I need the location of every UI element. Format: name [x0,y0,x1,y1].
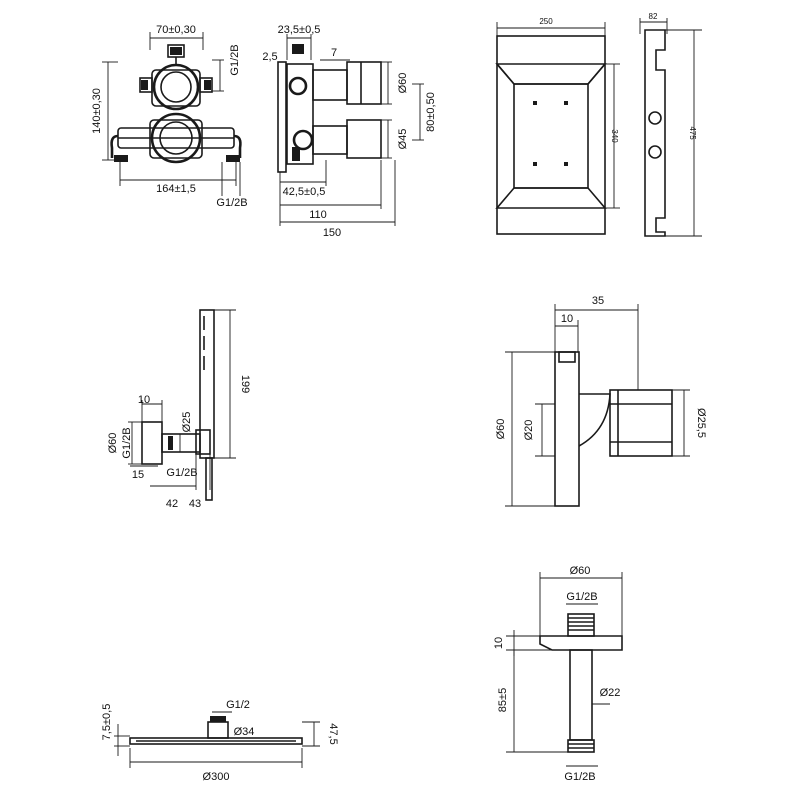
dim-bottom-mid: 110 [309,209,327,221]
dim-head-diameter: Ø300 [203,771,230,783]
head-shower: G1/2 Ø34 7,5±0,5 47,5 Ø300 [101,699,339,783]
dim-top: 23,5±0,5 [278,24,321,36]
dim-box-total-height: 475 [688,126,697,140]
dim-width-bottom: 164±1,5 [156,183,196,195]
dim-43: 43 [189,498,201,510]
dim-dia-upper: Ø60 [397,73,409,94]
wall-elbow-section: 35 10 Ø60 Ø20 Ø25,5 [495,295,707,507]
valve-body-front-view: 70±0,30 G1/2B 140±0,30 [91,24,248,209]
dim-head-height: 47,5 [327,723,339,744]
install-box-front-view: 250 340 [495,17,620,235]
dim-head-conn-dia: Ø34 [234,726,255,738]
dim-arm-pipe-dia: Ø22 [600,687,621,699]
dim-elbow-dia-inner: Ø20 [523,420,535,441]
dim-offset-top: 10 [138,394,150,406]
dim-arm-thread-bottom: G1/2B [564,771,595,783]
dim-bottom-small: 42,5±0,5 [283,186,326,198]
dim-arm-length: 85±5 [497,688,509,712]
dim-hose-dia: Ø25 [181,412,193,433]
dim-thread-bottom: G1/2B [166,467,197,479]
dim-42: 42 [166,498,178,510]
dim-head-thickness: 7,5±0,5 [101,704,113,741]
dim-elbow-dia-left: Ø60 [495,419,507,440]
install-box-side-view: 82 475 [639,12,702,237]
dim-elbow-dia-right: Ø25,5 [695,408,707,438]
dim-small-left: 2,5 [262,51,277,63]
dim-hand-length: 199 [239,375,251,393]
dim-small-top: 7 [331,47,337,59]
ceiling-arm: Ø60 G1/2B 10 85±5 Ø22 G1/2B [493,565,623,783]
dim-wall-thread: G1/2B [121,427,133,458]
dim-box-height: 340 [610,129,619,143]
dim-bottom-total: 150 [323,227,341,239]
dim-arm-dia-top: Ø60 [570,565,591,577]
valve-body-side-view: 23,5±0,5 2,5 7 Ø60 Ø45 80±0,50 [262,24,437,239]
hand-shower-set: 199 Ø60 G1/2B 10 Ø25 G1/2B 15 42 43 [107,309,251,510]
dim-thread-right: G1/2B [229,44,241,75]
dim-wall-dia: Ø60 [107,433,119,454]
dim-box-depth: 82 [649,12,658,21]
dim-elbow-width: 35 [592,295,604,307]
dim-width-top: 70±0,30 [156,24,196,36]
dim-height-right: 80±0,50 [425,92,437,132]
dim-arm-thread-top: G1/2B [566,591,597,603]
dim-head-thread: G1/2 [226,699,250,711]
dim-elbow-flange: 10 [561,313,573,325]
dim-dia-lower: Ø45 [397,129,409,150]
dim-height-left: 140±0,30 [91,88,103,134]
dim-box-width: 250 [539,17,553,26]
dim-offset-bottom: 15 [132,469,144,481]
dim-arm-flange: 10 [493,637,505,649]
dim-thread-bottom: G1/2B [216,197,247,209]
